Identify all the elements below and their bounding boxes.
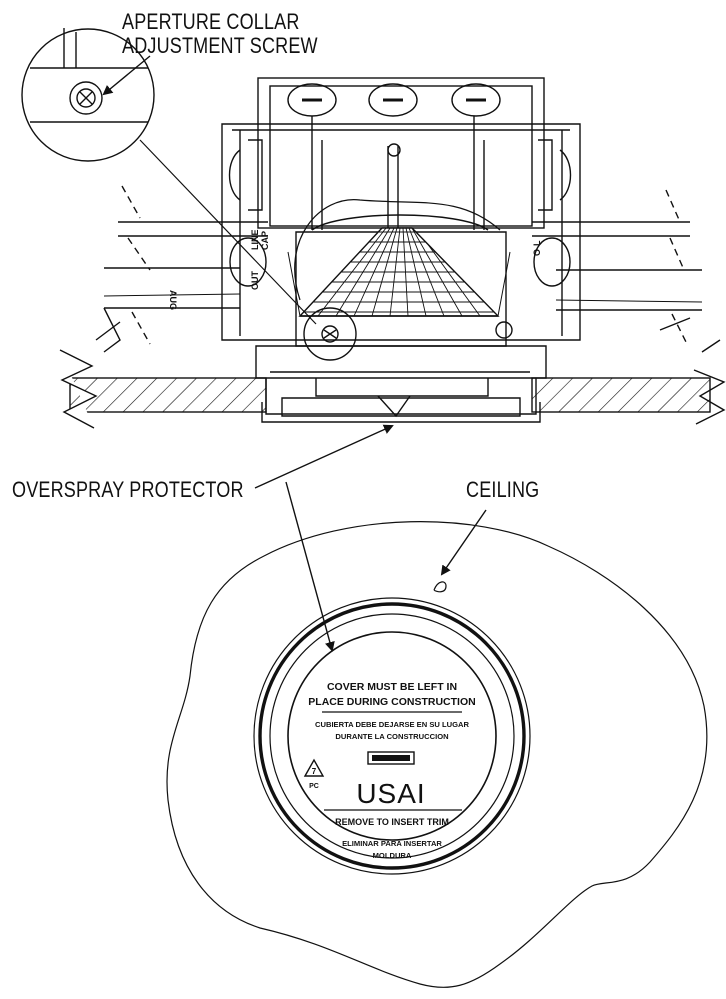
ceiling-section — [59, 317, 726, 429]
recycle-code: 7 — [312, 767, 317, 776]
cover-text: COVER MUST BE LEFT IN PLACE DURING CONST… — [308, 681, 475, 860]
overspray-cover — [253, 597, 531, 875]
cover-line-4: DURANTE LA CONSTRUCCION — [335, 732, 448, 741]
mounting-rails — [103, 185, 703, 353]
side-brackets — [228, 139, 572, 287]
side-o-label: O — [532, 249, 542, 256]
ceiling-plan-outline — [166, 521, 708, 988]
aug-label: AUG — [168, 290, 178, 310]
callout-leaders — [102, 55, 487, 652]
housing-cutaway — [294, 199, 513, 361]
overspray-protector-label: OVERSPRAY PROTECTOR — [12, 477, 244, 502]
cover-line-2: PLACE DURING CONSTRUCTION — [308, 696, 475, 708]
ceiling-label: CEILING — [466, 477, 540, 502]
recycle-material: PC — [309, 783, 319, 790]
detail-magnifier — [21, 28, 317, 325]
fixture-housing — [221, 77, 581, 423]
out-label: OUT — [250, 271, 260, 291]
aperture-collar-label: APERTURE COLLAR — [122, 9, 300, 34]
cap-label: CAP — [260, 231, 270, 250]
cover-line-3: CUBIERTA DEBE DEJARSE EN SU LUGAR — [315, 720, 470, 729]
brand-logo: USAI — [356, 778, 425, 809]
top-clips — [287, 83, 501, 230]
fixture-labels: LINE CAP OUT AUG L O — [168, 229, 542, 310]
cover-line-7: MOLDURA — [373, 851, 412, 860]
cover-line-5: REMOVE TO INSERT TRIM — [335, 817, 449, 827]
side-l-label: L — [532, 240, 542, 246]
line-label: LINE — [250, 229, 260, 250]
cover-line-6: ELIMINAR PARA INSERTAR — [342, 839, 442, 848]
adjustment-screw-label: ADJUSTMENT SCREW — [122, 33, 318, 58]
cover-line-1: COVER MUST BE LEFT IN — [327, 681, 457, 693]
reflector-cone — [287, 214, 511, 317]
